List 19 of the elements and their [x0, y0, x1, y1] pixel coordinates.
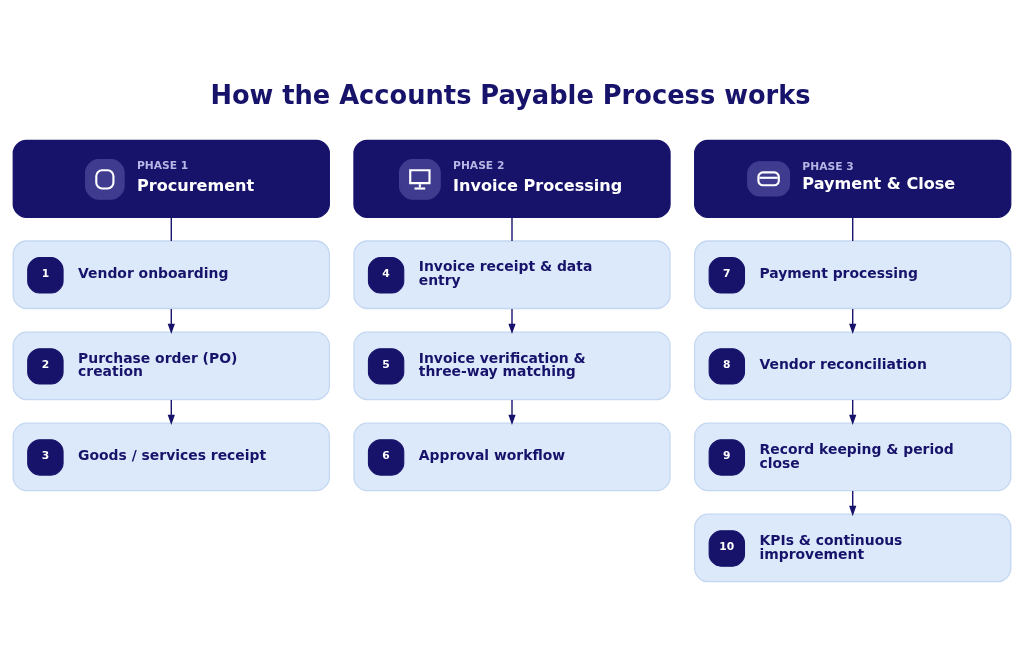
node-box: 5 Invoice verification & three-way matching	[353, 331, 671, 401]
node-box: 6 Approval workflow	[353, 422, 671, 492]
node-box: PHASE 1 Procurement	[12, 139, 330, 219]
arrow	[508, 308, 516, 334]
node-box: 10 KPIs & continuous improvement	[694, 513, 1012, 583]
connector	[511, 216, 513, 242]
node-box: 9 Record keeping & period close	[694, 422, 1012, 492]
node-box: PHASE 3 Payment & Close	[694, 139, 1012, 219]
node-box: PHASE 2 Invoice Processing	[353, 139, 671, 219]
diagram-title: How the Accounts Payable Process works	[210, 80, 811, 111]
arrow	[508, 399, 516, 426]
node-box: 2 Purchase order (PO) creation	[12, 331, 330, 401]
node-box: 7 Payment processing	[694, 240, 1012, 310]
node-box: 8 Vendor reconciliation	[694, 331, 1012, 401]
node-box: 1 Vendor onboarding	[12, 240, 330, 310]
connector	[852, 216, 854, 242]
node-box: 3 Goods / services receipt	[12, 422, 330, 492]
node-box: 4 Invoice receipt & data entry	[353, 240, 671, 310]
connector	[170, 216, 172, 242]
